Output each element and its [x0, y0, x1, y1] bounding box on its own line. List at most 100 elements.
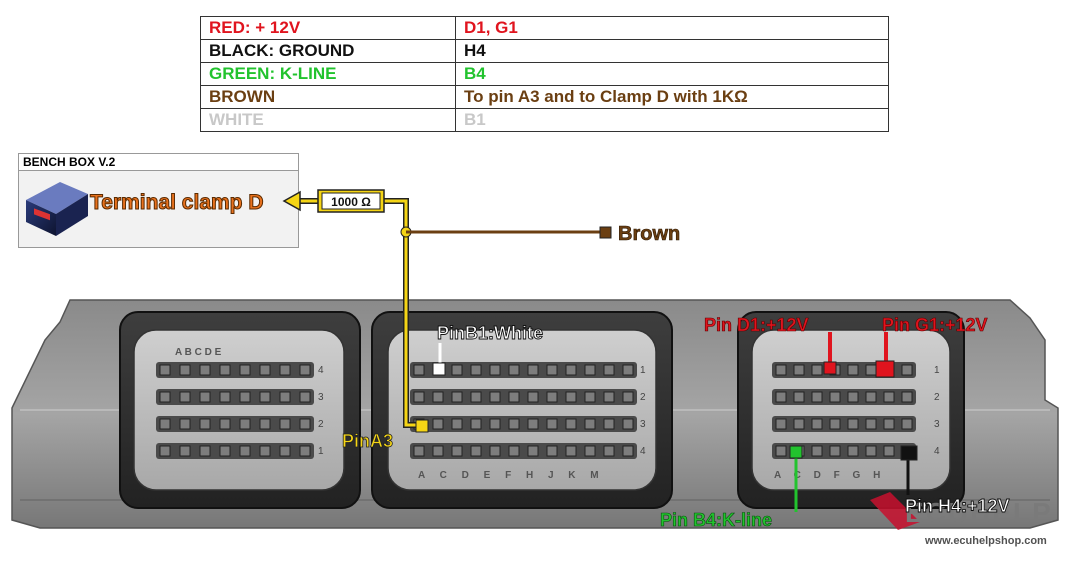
- pin: [279, 391, 291, 403]
- wire-color-cell: WHITE: [200, 108, 456, 132]
- pin: [811, 364, 823, 376]
- pin-row: [410, 416, 637, 432]
- pin: [847, 418, 859, 430]
- row-number: 3: [640, 419, 646, 430]
- pin: [219, 445, 231, 457]
- resistor-label: 1000 Ω: [331, 195, 371, 209]
- pin: [546, 418, 558, 430]
- pin-cell: To pin A3 and to Clamp D with 1KΩ: [455, 85, 889, 109]
- pin: [489, 391, 501, 403]
- pin-a3-marker: [415, 419, 429, 433]
- pin: [546, 391, 558, 403]
- pin: [901, 364, 913, 376]
- pin: [829, 391, 841, 403]
- pin-d1-label: Pin D1:+12V: [704, 315, 809, 335]
- brown-wire: [406, 226, 612, 239]
- pin: [199, 418, 211, 430]
- pin: [775, 445, 787, 457]
- pin-row: [156, 362, 314, 378]
- wire-color-cell: BROWN: [200, 85, 456, 109]
- row-number: 3: [934, 419, 940, 430]
- pin: [565, 445, 577, 457]
- pin-g1-label: Pin G1:+12V: [882, 315, 988, 335]
- pin: [279, 364, 291, 376]
- pin-cell: B1: [455, 108, 889, 132]
- pin: [219, 391, 231, 403]
- pin: [603, 418, 615, 430]
- pin: [793, 418, 805, 430]
- pin-b4-marker: [789, 445, 803, 512]
- wire-color-cell: RED: + 12V: [200, 16, 456, 40]
- row-number: 1: [640, 365, 646, 376]
- pin: [811, 418, 823, 430]
- pin: [239, 445, 251, 457]
- pin: [865, 418, 877, 430]
- pin: [546, 364, 558, 376]
- pin: [239, 364, 251, 376]
- pin: [847, 445, 859, 457]
- pin: [179, 418, 191, 430]
- terminal-clamp-label: Terminal clamp D: [90, 191, 264, 214]
- watermark-brand: ECUHELP: [905, 497, 1053, 528]
- ecuhelp-watermark: ECUHELP www.ecuhelpshop.com: [870, 492, 1053, 547]
- pin: [470, 418, 482, 430]
- pin: [829, 418, 841, 430]
- pin: [179, 364, 191, 376]
- pin: [219, 364, 231, 376]
- left-column-letters: A B C D E: [175, 347, 222, 358]
- pin: [508, 445, 520, 457]
- pin-row: [772, 443, 916, 459]
- pin: [901, 391, 913, 403]
- row-number: 2: [934, 392, 940, 403]
- pin: [239, 418, 251, 430]
- pin: [584, 391, 596, 403]
- pin: [546, 445, 558, 457]
- pin: [179, 391, 191, 403]
- pin: [527, 445, 539, 457]
- pin: [413, 364, 425, 376]
- pin: [603, 445, 615, 457]
- pin: [159, 391, 171, 403]
- pin: [603, 391, 615, 403]
- pin-cell: H4: [455, 39, 889, 63]
- pin: [239, 391, 251, 403]
- watermark-url: www.ecuhelpshop.com: [924, 535, 1047, 547]
- pin: [451, 418, 463, 430]
- pin-row: [156, 389, 314, 405]
- pin: [299, 364, 311, 376]
- pin: [775, 364, 787, 376]
- pin: [413, 445, 425, 457]
- row-number: 3: [318, 392, 324, 403]
- pin: [622, 391, 634, 403]
- pin: [489, 418, 501, 430]
- pin: [603, 364, 615, 376]
- pin: [883, 391, 895, 403]
- pin: [199, 391, 211, 403]
- pin: [508, 364, 520, 376]
- pin: [865, 391, 877, 403]
- row-number: 4: [318, 365, 324, 376]
- pin: [159, 364, 171, 376]
- pin: [565, 364, 577, 376]
- resistor-1000-ohm: 1000 Ω: [317, 189, 385, 213]
- pin: [299, 445, 311, 457]
- row-number: 1: [318, 446, 324, 457]
- row-number: 4: [934, 446, 940, 457]
- pin: [451, 391, 463, 403]
- pin: [775, 418, 787, 430]
- pin: [622, 418, 634, 430]
- pin-row: [410, 443, 637, 459]
- pin: [470, 364, 482, 376]
- pin: [451, 445, 463, 457]
- pin: [508, 418, 520, 430]
- pin: [527, 364, 539, 376]
- pin: [199, 364, 211, 376]
- pin-row: [772, 389, 916, 405]
- pin: [219, 418, 231, 430]
